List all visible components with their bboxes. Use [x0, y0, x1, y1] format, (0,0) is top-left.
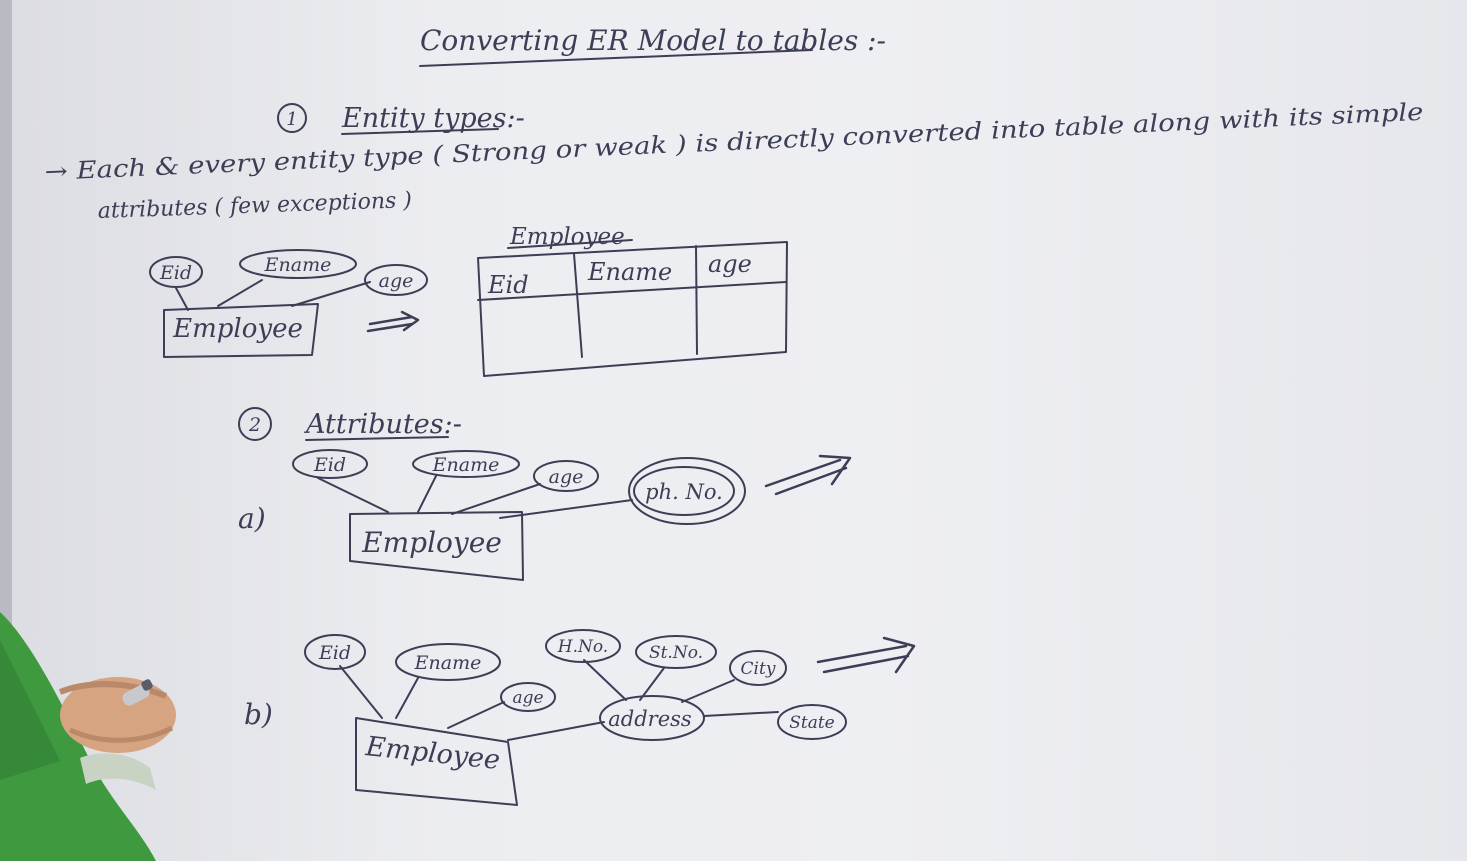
- link-city: [681, 679, 735, 703]
- link-age: [451, 483, 541, 515]
- section-1-text-line-1: → Each & every entity type ( Strong or w…: [44, 98, 1424, 186]
- section-2-underline: [305, 436, 449, 441]
- section-1-underline: [341, 128, 499, 135]
- attr-oval: [533, 460, 599, 492]
- attr-label: Ename: [432, 454, 500, 476]
- link-eid: [175, 287, 189, 311]
- link-ename: [417, 475, 437, 513]
- case-a-label: a): [238, 502, 266, 535]
- section-1-text-line-2: attributes ( few exceptions ): [97, 188, 412, 224]
- table-border: [477, 241, 788, 377]
- link-ename: [217, 279, 263, 307]
- link-age: [447, 701, 505, 729]
- attr-label: Eid: [318, 642, 351, 664]
- section-2-circle: [238, 407, 272, 441]
- section-1-er-diagram: Eid Ename age Employee: [149, 249, 428, 358]
- composite-attr-oval: [599, 695, 705, 741]
- table-column-header: Eid: [487, 271, 529, 299]
- link-age: [291, 281, 371, 307]
- section-1-circle: [277, 103, 307, 133]
- entity-label: Employee: [361, 526, 502, 559]
- section-2-heading: Attributes:-: [303, 409, 462, 440]
- link-hno: [583, 659, 627, 701]
- link-phno: [499, 499, 633, 519]
- section-2-number: 2: [248, 414, 261, 436]
- case-a-er-diagram: Eid Ename age ph. No. Employee: [292, 449, 746, 581]
- link-ename: [395, 677, 419, 719]
- table-name: Employee: [509, 224, 625, 250]
- multivalued-attr-label: ph. No.: [645, 480, 723, 504]
- entity-label: Employee: [172, 314, 303, 344]
- attr-label: age: [379, 270, 414, 292]
- board-title: Converting ER Model to tables :-: [420, 24, 886, 57]
- attr-oval: [412, 450, 520, 478]
- attr-label: Ename: [264, 254, 332, 276]
- section-1-number: 1: [286, 109, 297, 130]
- presenter-arm: [0, 612, 176, 861]
- convert-arrow: [366, 310, 420, 333]
- sub-attr-label: State: [789, 713, 835, 733]
- link-eid: [339, 665, 383, 719]
- multivalued-attr-inner-oval: [633, 466, 735, 516]
- sub-attr-label: City: [741, 659, 776, 679]
- sub-attr-oval: [545, 629, 621, 663]
- attr-oval: [239, 249, 357, 279]
- title-underline: [419, 49, 813, 67]
- attr-label: Eid: [159, 262, 192, 284]
- attr-label: Ename: [414, 652, 482, 674]
- case-a-arrow: [764, 454, 852, 496]
- entity-box: [355, 717, 518, 806]
- attr-oval: [149, 256, 203, 288]
- marker-pen: [122, 679, 153, 706]
- case-b-label: b): [244, 698, 273, 731]
- sub-attr-label: H.No.: [557, 637, 608, 657]
- table-column-header: Ename: [587, 258, 672, 286]
- entity-box: [163, 303, 319, 358]
- table-header-line: [477, 281, 787, 301]
- table-column-header: age: [708, 250, 752, 278]
- sub-attr-label: St.No.: [649, 643, 703, 663]
- link-eid: [317, 477, 389, 513]
- employee-table: Employee Eid Ename age: [477, 224, 788, 377]
- attr-oval: [304, 634, 366, 670]
- composite-attr-label: address: [608, 707, 692, 731]
- sub-attr-oval: [729, 650, 787, 686]
- case-b-arrow: [816, 636, 916, 674]
- attr-oval: [395, 643, 501, 681]
- link-address: [507, 721, 605, 741]
- link-state: [703, 711, 779, 717]
- multivalued-attr-outer-oval: [628, 457, 746, 525]
- attr-label: Eid: [313, 454, 346, 476]
- table-divider: [573, 253, 583, 358]
- table-divider: [695, 245, 698, 355]
- entity-box: [349, 511, 524, 581]
- sub-attr-oval: [635, 635, 717, 669]
- case-b-er-diagram: Eid Ename age address H.No. St.No. City …: [304, 629, 847, 806]
- attr-label: age: [549, 466, 584, 488]
- table-name-underline: [507, 239, 633, 249]
- attr-label: age: [512, 688, 543, 708]
- attr-oval: [500, 682, 556, 712]
- sub-attr-oval: [777, 704, 847, 740]
- attr-oval: [292, 449, 368, 479]
- link-stno: [639, 667, 665, 701]
- attr-oval: [364, 264, 428, 296]
